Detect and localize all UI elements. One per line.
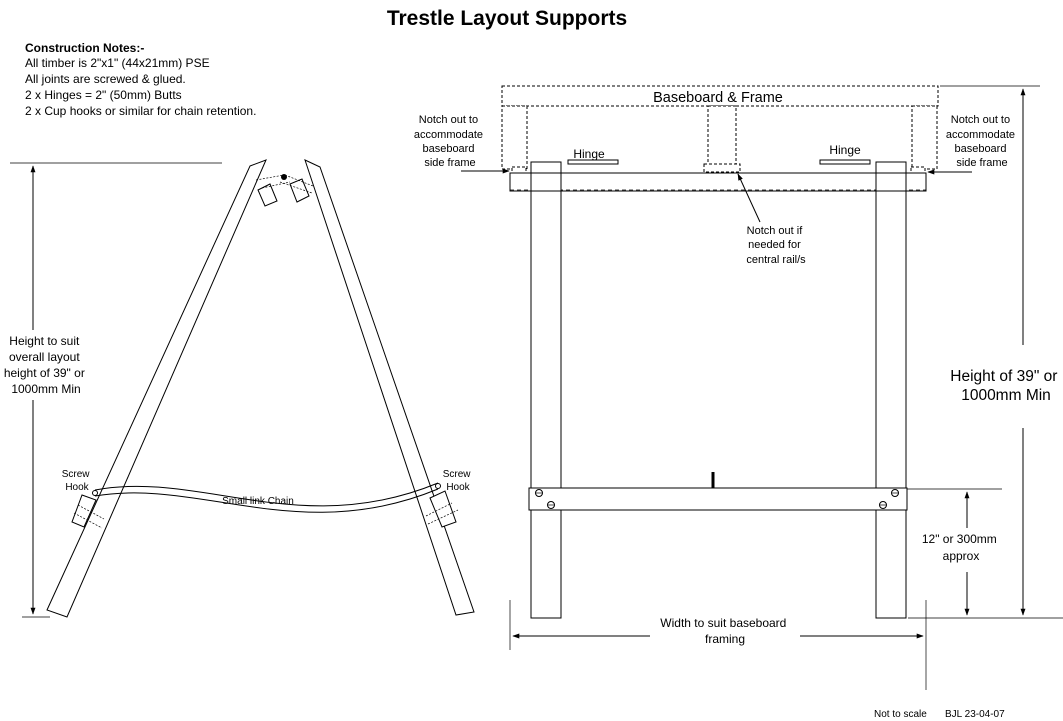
side-view: Height to suit overall layout height of … bbox=[4, 159, 475, 618]
baseboard-label: Baseboard & Frame bbox=[653, 90, 783, 106]
hinge-right bbox=[819, 159, 871, 165]
chain-label: Small link Chain bbox=[222, 496, 294, 507]
top-rail bbox=[509, 172, 927, 192]
hinge-block-left bbox=[257, 183, 278, 207]
drawing-reference: BJL 23-04-07 bbox=[945, 709, 1005, 720]
diagram-title: Trestle Layout Supports bbox=[387, 7, 627, 30]
hinge-left-label: Hinge bbox=[573, 147, 605, 161]
notes-line: 2 x Cup hooks or similar for chain reten… bbox=[25, 104, 256, 118]
side-height-label: Height to suit overall layout height of … bbox=[4, 334, 88, 396]
width-label: Width to suit baseboard framing bbox=[660, 616, 789, 646]
screw-hook-right-icon bbox=[435, 483, 441, 489]
screw-icon bbox=[879, 501, 887, 509]
scale-note: Not to scale bbox=[874, 709, 927, 720]
screw-icon bbox=[891, 489, 899, 497]
construction-notes: Construction Notes:- All timber is 2"x1"… bbox=[25, 41, 256, 118]
side-left-leg bbox=[46, 159, 267, 618]
central-notch bbox=[703, 163, 741, 173]
notch-center-arrow bbox=[737, 173, 761, 223]
notes-line: All joints are screwed & glued. bbox=[25, 72, 186, 86]
front-left-leg bbox=[530, 161, 562, 619]
hinge-block-right bbox=[289, 178, 310, 203]
screw-hook-right-label: Screw Hook bbox=[443, 469, 474, 493]
notes-line: 2 x Hinges = 2" (50mm) Butts bbox=[25, 88, 182, 102]
side-notch-left bbox=[511, 166, 527, 176]
front-height-label: Height of 39" or 1000mm Min bbox=[950, 368, 1062, 404]
screw-icon bbox=[535, 489, 543, 497]
hinge-pivot bbox=[281, 174, 287, 180]
hinge-left bbox=[567, 159, 619, 165]
front-view: Baseboard & Frame Hinge Hinge bbox=[414, 85, 1063, 690]
side-right-leg bbox=[304, 159, 475, 616]
notes-line: All timber is 2"x1" (44x21mm) PSE bbox=[25, 56, 210, 70]
lower-rail bbox=[528, 487, 908, 511]
hook-block-left bbox=[71, 494, 97, 528]
chain bbox=[94, 482, 439, 507]
central-rail bbox=[707, 105, 737, 167]
baseboard-side-frame-left bbox=[501, 105, 528, 170]
notch-right-label: Notch out to accommodate baseboard side … bbox=[946, 114, 1018, 169]
screw-icons bbox=[535, 489, 899, 509]
front-right-leg bbox=[875, 161, 907, 619]
baseboard-side-frame-right bbox=[911, 105, 938, 170]
baseboard bbox=[501, 85, 939, 107]
screw-hook-left-label: Screw Hook bbox=[62, 469, 93, 493]
chain-lower bbox=[94, 488, 439, 513]
notch-left-label: Notch out to accommodate baseboard side … bbox=[414, 114, 486, 169]
notch-center-label: Notch out if needed for central rail/s bbox=[746, 225, 806, 266]
rail-height-label: 12" or 300mm approx bbox=[922, 532, 1000, 563]
side-notch-right bbox=[910, 166, 926, 176]
notes-heading: Construction Notes:- bbox=[25, 41, 144, 55]
screw-icon bbox=[547, 501, 555, 509]
hinge-right-label: Hinge bbox=[829, 143, 861, 157]
screw-hook-left-icon bbox=[92, 490, 98, 496]
hook-block-right bbox=[429, 490, 457, 528]
